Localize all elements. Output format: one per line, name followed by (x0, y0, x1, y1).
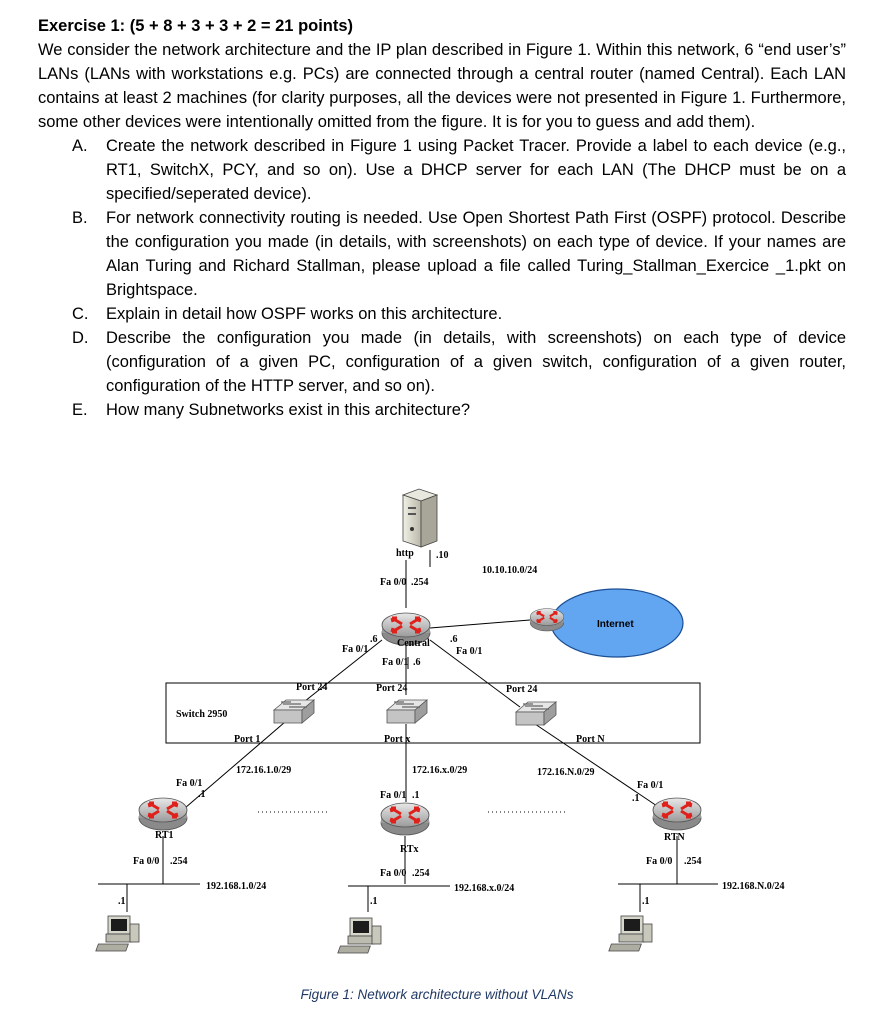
item-label: C. (72, 305, 89, 323)
pcn-icon (608, 915, 653, 952)
rtx-fa00-ip: .254 (412, 868, 430, 879)
exercise-item-e: E. How many Subnetworks exist in this ar… (72, 398, 846, 422)
server-ip-label: .10 (436, 550, 449, 561)
lanx-label: 192.168.x.0/24 (454, 883, 514, 894)
rtn-name-label: RTN (664, 832, 686, 843)
switch-portx-icon (386, 699, 428, 724)
item-text: For network connectivity routing is need… (106, 209, 846, 299)
exercise-item-d: D. Describe the configuration you made (… (72, 326, 846, 398)
pcx-ip-label: .1 (370, 896, 378, 907)
port1-label: Port 1 (234, 734, 260, 745)
item-label: B. (72, 209, 88, 227)
central-down-if: Fa 0/1 (382, 657, 408, 668)
rtx-fa00-label: Fa 0/0 (380, 868, 406, 879)
exercise-item-a: A. Create the network described in Figur… (72, 134, 846, 206)
port24-right-label: Port 24 (506, 684, 537, 695)
lan1-label: 192.168.1.0/24 (206, 881, 266, 892)
central-left-if: Fa 0/1 (342, 644, 368, 655)
pcx-icon (337, 917, 382, 954)
item-label: D. (72, 329, 89, 347)
internet-label: Internet (597, 619, 634, 630)
central-fa00-label: Fa 0/0 (380, 577, 406, 588)
pc1-icon (95, 915, 140, 952)
portx-label: Port x (384, 734, 410, 745)
link-switch-rtn (534, 723, 661, 809)
central-down-ip: .6 (413, 657, 421, 668)
rt1-fa00-label: Fa 0/0 (133, 856, 159, 867)
central-fa00-ip: .254 (411, 577, 429, 588)
switch-frame (165, 682, 701, 744)
lann-label: 192.168.N.0/24 (722, 881, 785, 892)
rtn-fa00-ip: .254 (684, 856, 702, 867)
central-right-ip: .6 (450, 634, 458, 645)
rtn-fa01-ip: .1 (632, 793, 640, 804)
internet-router-icon (529, 607, 565, 633)
item-text: Describe the configuration you made (in … (106, 329, 846, 395)
item-label: A. (72, 137, 88, 155)
net-right-label: 172.16.N.0/29 (537, 767, 595, 778)
network-diagram: http .10 10.10.10.0/24 Fa 0/0 .254 Centr… (95, 488, 785, 954)
port24-mid-label: Port 24 (376, 683, 407, 694)
link-central-internet-router (429, 619, 531, 629)
rt1-router-icon (137, 796, 189, 832)
item-text: Explain in detail how OSPF works on this… (106, 305, 503, 323)
rt1-fa01-label: Fa 0/1 (176, 778, 202, 789)
exercise-title: Exercise 1: (5 + 8 + 3 + 3 + 2 = 21 poin… (38, 17, 354, 35)
exercise-item-c: C. Explain in detail how OSPF works on t… (72, 302, 846, 326)
rt1-fa00-ip: .254 (170, 856, 188, 867)
rtx-name-label: RTx (400, 844, 419, 855)
rtn-fa01-label: Fa 0/1 (637, 780, 663, 791)
link-central-switch-right (429, 639, 521, 708)
http-server-icon (401, 488, 439, 548)
item-text: How many Subnetworks exist in this archi… (106, 401, 471, 419)
rtx-router-icon (379, 801, 431, 837)
http-label: http (396, 548, 414, 559)
server-net-label: 10.10.10.0/24 (482, 565, 537, 576)
rtx-fa01-label: Fa 0/1 (380, 790, 406, 801)
central-left-ip: .6 (370, 634, 378, 645)
central-name-label: Central (397, 638, 430, 649)
item-label: E. (72, 401, 88, 419)
rt1-fa01-ip: .1 (198, 789, 206, 800)
net-mid-label: 172.16.x.0/29 (412, 765, 467, 776)
rt1-name-label: RT1 (155, 830, 174, 841)
switch-portn-icon (515, 701, 557, 726)
figure-caption: Figure 1: Network architecture without V… (300, 987, 574, 1002)
switch-name-label: Switch 2950 (176, 709, 227, 720)
exercise-text: Exercise 1: (5 + 8 + 3 + 3 + 2 = 21 poin… (38, 14, 846, 422)
rtn-fa00-label: Fa 0/0 (646, 856, 672, 867)
pcn-ip-label: .1 (642, 896, 650, 907)
links (98, 550, 718, 912)
exercise-item-b: B. For network connectivity routing is n… (72, 206, 846, 302)
switch-port1-icon (273, 699, 315, 724)
rtx-fa01-ip: .1 (412, 790, 420, 801)
exercise-intro: We consider the network architecture and… (38, 41, 846, 131)
net-left-label: 172.16.1.0/29 (236, 765, 291, 776)
link-switch-rt1 (184, 721, 286, 809)
rtn-router-icon (651, 796, 703, 832)
item-text: Create the network described in Figure 1… (106, 137, 846, 203)
central-right-if: Fa 0/1 (456, 646, 482, 657)
link-central-switch-left (299, 639, 383, 706)
pc1-ip-label: .1 (118, 896, 126, 907)
portn-label: Port N (576, 734, 605, 745)
port24-left-label: Port 24 (296, 682, 327, 693)
